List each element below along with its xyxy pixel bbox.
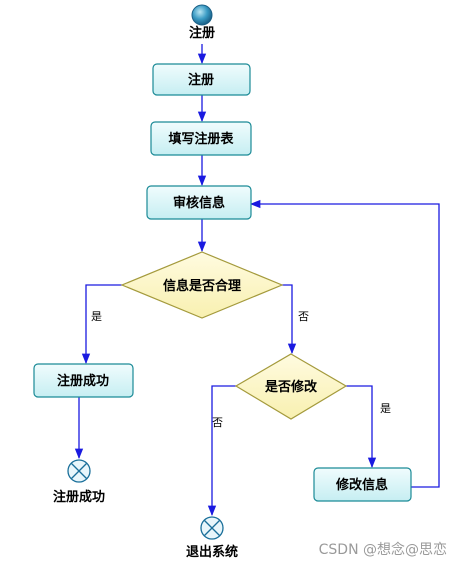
edge-modifyq-modify <box>346 385 377 469</box>
edges <box>74 44 440 517</box>
action-modify-label: 修改信息 <box>335 477 388 493</box>
action-fill-form-label: 填写注册表 <box>168 131 234 147</box>
edge-label-no-right: 否 <box>298 310 309 323</box>
edge-modify-review-loop <box>249 199 440 488</box>
action-register: 注册 <box>152 63 251 96</box>
decision-info-valid: 信息是否合理 <box>120 251 284 319</box>
action-modify: 修改信息 <box>313 467 412 502</box>
action-review: 审核信息 <box>146 185 252 220</box>
action-fill-form: 填写注册表 <box>150 121 252 156</box>
edge-modifyq-exit <box>207 385 236 517</box>
edge-label-yes-left: 是 <box>91 310 102 323</box>
end-node-success <box>67 459 91 483</box>
start-node <box>191 4 213 26</box>
start-label: 注册 <box>189 25 215 41</box>
action-register-label: 注册 <box>188 72 214 88</box>
decision-modify-label: 是否修改 <box>264 379 318 395</box>
decision-info-valid-label: 信息是否合理 <box>163 278 241 294</box>
action-success-label: 注册成功 <box>57 373 109 389</box>
edge-decision-success <box>81 284 122 365</box>
watermark: CSDN @想念@思恋 <box>319 541 447 558</box>
end-success-label: 注册成功 <box>53 489 105 505</box>
action-review-label: 审核信息 <box>173 195 225 211</box>
decision-modify: 是否修改 <box>234 353 348 420</box>
edge-label-yes-right: 是 <box>380 402 391 415</box>
edge-decision-modifyq <box>282 284 297 355</box>
end-node-exit <box>200 516 224 540</box>
action-success: 注册成功 <box>33 363 134 398</box>
end-exit-label: 退出系统 <box>186 544 238 560</box>
edge-label-no-left: 否 <box>212 416 223 429</box>
